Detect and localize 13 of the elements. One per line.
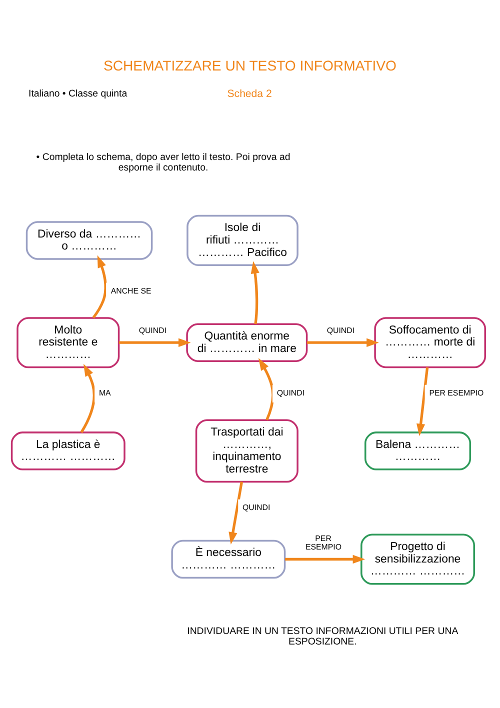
edge-label: QUINDI xyxy=(326,326,355,335)
edge-label: PER ESEMPIO xyxy=(429,388,484,398)
label: • Completa lo schema, dopo aver letto il testo. Poi prova ad esporne il contenuto. xyxy=(36,152,290,174)
edge-label: QUINDI xyxy=(242,502,270,512)
label: INDIVIDUARE IN UN TESTO INFORMAZIONI UTILI PER UNA ESPOSIZIONE. xyxy=(187,625,458,647)
edge-label: QUINDI xyxy=(138,326,166,335)
label: Italiano • Classe quinta xyxy=(28,88,128,100)
edge-label: QUINDI xyxy=(276,388,305,398)
diagram-title: SCHEMATIZZARE UN TESTO INFORMATIVO xyxy=(103,56,397,73)
label: Scheda 2 xyxy=(227,88,272,100)
edge-label: MA xyxy=(98,388,111,398)
edge-label: PER ESEMPIO xyxy=(305,533,342,552)
edge-label: ANCHE SE xyxy=(110,286,152,295)
